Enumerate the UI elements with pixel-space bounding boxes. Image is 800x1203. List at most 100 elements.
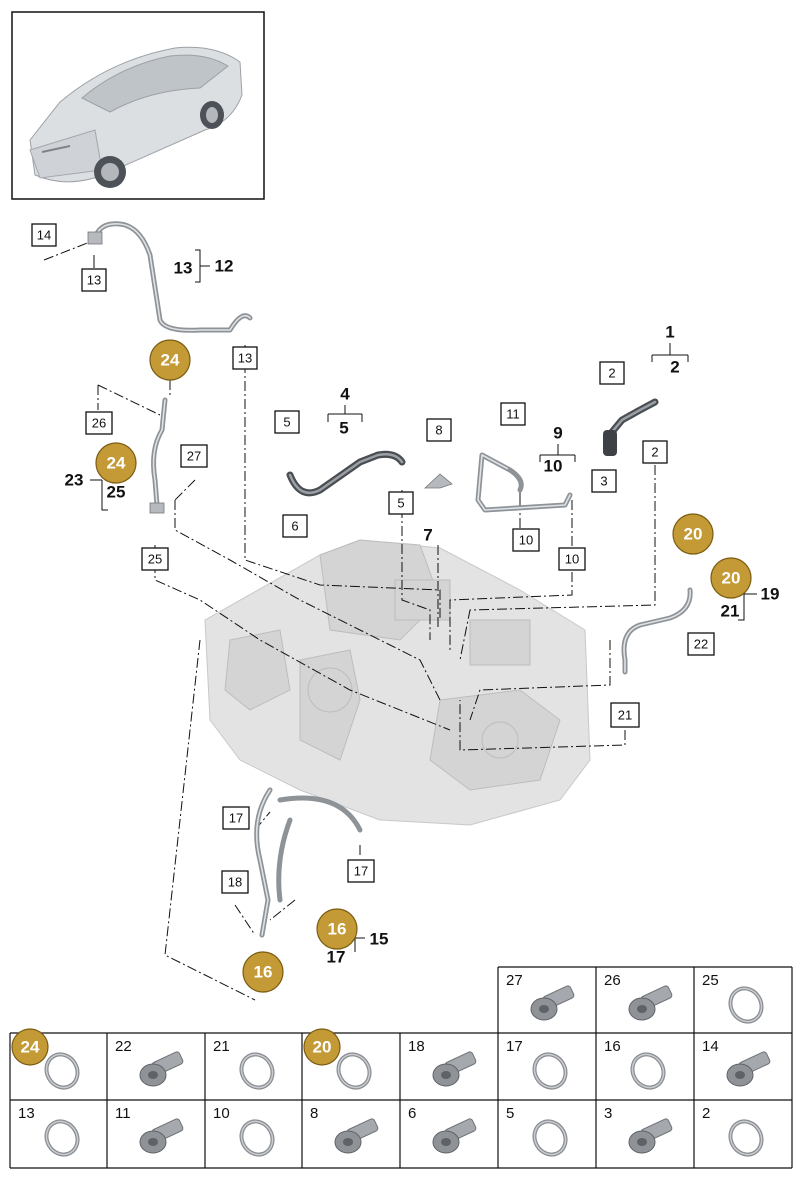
part-cell-26: 26 <box>604 972 673 1021</box>
coolant-hose-1 <box>603 398 659 456</box>
part-cell-10: 10 <box>213 1105 275 1157</box>
group-15: 15 <box>370 930 389 949</box>
group-17: 17 <box>327 948 346 967</box>
part-cell-6: 6 <box>408 1105 477 1154</box>
svg-text:20: 20 <box>684 525 703 544</box>
seal-ring-icon <box>728 1119 764 1157</box>
part-cell-14: 14 <box>702 1038 771 1087</box>
part-number: 5 <box>506 1105 514 1122</box>
part-cell-27: 27 <box>506 972 575 1021</box>
group-21: 21 <box>721 602 740 621</box>
part-number: 17 <box>506 1038 523 1055</box>
part-cell-17: 17 <box>506 1038 568 1090</box>
bolt-icon <box>530 985 575 1021</box>
callout-17-right: 17 <box>347 859 375 883</box>
badge-24-left: 24 <box>95 442 137 484</box>
part-cell-13: 13 <box>18 1105 80 1157</box>
part-number: 26 <box>604 972 621 989</box>
bolt-icon <box>432 1051 477 1087</box>
group-7: 7 <box>423 526 432 545</box>
svg-text:13: 13 <box>238 351 252 366</box>
part-badge <box>303 1028 341 1066</box>
svg-text:25: 25 <box>148 552 162 567</box>
callout-5-left: 5 <box>274 410 300 434</box>
part-number: 20 <box>313 1038 332 1057</box>
callout-13-pipe: 13 <box>232 346 258 370</box>
leader-lines <box>43 239 656 1001</box>
seal-ring-icon <box>336 1052 372 1090</box>
part-cell-11: 11 <box>115 1105 184 1154</box>
engine-block <box>204 539 591 826</box>
part-cell-18: 18 <box>408 1038 477 1087</box>
coolant-pipe-9 <box>475 452 573 513</box>
callout-17-left: 17 <box>222 806 250 830</box>
svg-text:11: 11 <box>506 407 520 422</box>
svg-text:17: 17 <box>354 864 368 879</box>
callout-boxes: 14 13 13 26 27 25 5 6 5 8 11 10 10 2 2 3… <box>31 223 715 894</box>
coolant-pipe-15 <box>254 787 363 938</box>
coolant-pipe-12 <box>87 221 253 333</box>
part-cell-5: 5 <box>506 1105 568 1157</box>
svg-text:2: 2 <box>608 366 615 381</box>
part-number: 13 <box>18 1105 35 1122</box>
seal-ring-icon <box>630 1052 666 1090</box>
svg-text:6: 6 <box>291 519 298 534</box>
group-13: 13 <box>174 259 193 278</box>
badge-20-top: 20 <box>672 513 714 555</box>
seal-ring-icon <box>532 1052 568 1090</box>
part-cell-24: 24 <box>11 1028 80 1090</box>
callout-3: 3 <box>591 469 617 493</box>
svg-text:26: 26 <box>92 416 106 431</box>
svg-text:3: 3 <box>600 474 607 489</box>
svg-text:10: 10 <box>565 552 579 567</box>
group-5: 5 <box>339 419 348 438</box>
part-cell-2: 2 <box>702 1105 764 1157</box>
svg-text:5: 5 <box>283 415 290 430</box>
group-4: 4 <box>340 385 350 404</box>
part-number: 14 <box>702 1038 719 1055</box>
callout-13-top: 13 <box>81 268 107 292</box>
bolt-icon <box>432 1118 477 1154</box>
callout-14: 14 <box>31 223 57 247</box>
badge-16-bottom: 16 <box>242 951 284 993</box>
car-illustration <box>29 46 243 188</box>
svg-text:21: 21 <box>618 708 632 723</box>
seal-ring-icon <box>239 1119 275 1157</box>
part-badge <box>11 1028 49 1066</box>
group-2: 2 <box>670 358 679 377</box>
svg-text:2: 2 <box>651 445 658 460</box>
bolt-icon <box>139 1118 184 1154</box>
callout-22: 22 <box>687 632 715 656</box>
bracket-7 <box>423 473 453 489</box>
part-cell-25: 25 <box>702 972 764 1024</box>
callout-27: 27 <box>180 444 208 468</box>
part-number: 22 <box>115 1038 132 1055</box>
bolt-icon <box>139 1051 184 1087</box>
svg-text:24: 24 <box>161 351 180 370</box>
vehicle-thumbnail <box>11 11 265 200</box>
part-number: 8 <box>310 1105 318 1122</box>
part-cell-22: 22 <box>115 1038 184 1087</box>
bolt-icon <box>334 1118 379 1154</box>
part-number: 21 <box>213 1038 230 1055</box>
callout-18: 18 <box>221 870 249 894</box>
svg-text:27: 27 <box>187 449 201 464</box>
callout-21: 21 <box>610 702 640 728</box>
callout-25: 25 <box>141 547 169 571</box>
svg-text:20: 20 <box>722 569 741 588</box>
callout-10-a: 10 <box>512 528 540 552</box>
part-cell-8: 8 <box>310 1105 379 1154</box>
coolant-hose-23 <box>149 397 168 514</box>
part-number: 16 <box>604 1038 621 1055</box>
part-number: 25 <box>702 972 719 989</box>
seal-ring-icon <box>44 1119 80 1157</box>
svg-text:8: 8 <box>435 423 442 438</box>
seal-ring-icon <box>44 1052 80 1090</box>
seal-ring-icon <box>728 986 764 1024</box>
svg-text:17: 17 <box>229 811 243 826</box>
group-labels: 13 12 23 25 4 5 7 9 10 1 2 19 21 15 17 <box>65 249 779 967</box>
part-number: 27 <box>506 972 523 989</box>
part-number: 18 <box>408 1038 425 1055</box>
